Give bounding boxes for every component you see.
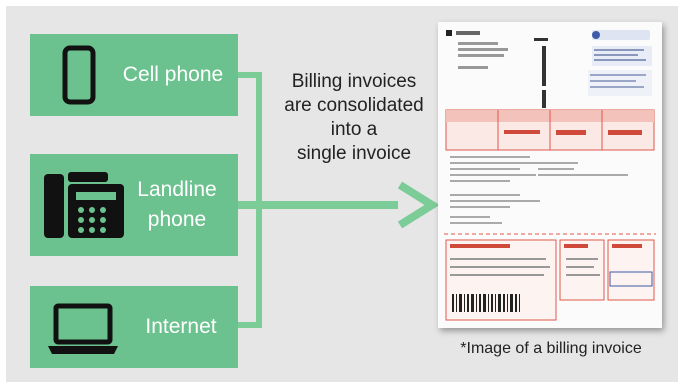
caption-line-4: single invoice — [296, 143, 412, 164]
smartphone-icon — [62, 45, 96, 110]
service-box-cell-phone: Cell phone — [30, 34, 238, 116]
service-box-landline-phone: Landline phone — [30, 154, 238, 256]
desk-phone-icon — [40, 170, 126, 247]
service-label-landline-line1: Landline — [137, 178, 217, 201]
laptop-icon — [46, 302, 120, 361]
invoice-image — [438, 22, 662, 328]
service-label-internet: Internet — [145, 315, 217, 338]
service-label-cell-phone: Cell phone — [122, 63, 224, 86]
connector-arrow-shaft — [238, 201, 398, 209]
invoice-image-note: *Image of a billing invoice — [460, 340, 642, 357]
connector-internet — [238, 322, 262, 328]
connector-vertical-trunk — [256, 72, 262, 328]
connector-cell-phone — [238, 72, 262, 78]
consolidation-caption: Billing invoices are consolidated into a… — [266, 70, 442, 166]
service-label-landline-line2: phone — [147, 208, 207, 231]
caption-line-2: are consolidated — [284, 95, 424, 116]
service-label-landline-phone: Landline phone — [128, 175, 226, 235]
caption-line-3: into a — [330, 119, 378, 140]
service-box-internet: Internet — [30, 286, 238, 368]
arrow-right-icon — [394, 181, 440, 234]
caption-line-1: Billing invoices — [291, 71, 417, 92]
